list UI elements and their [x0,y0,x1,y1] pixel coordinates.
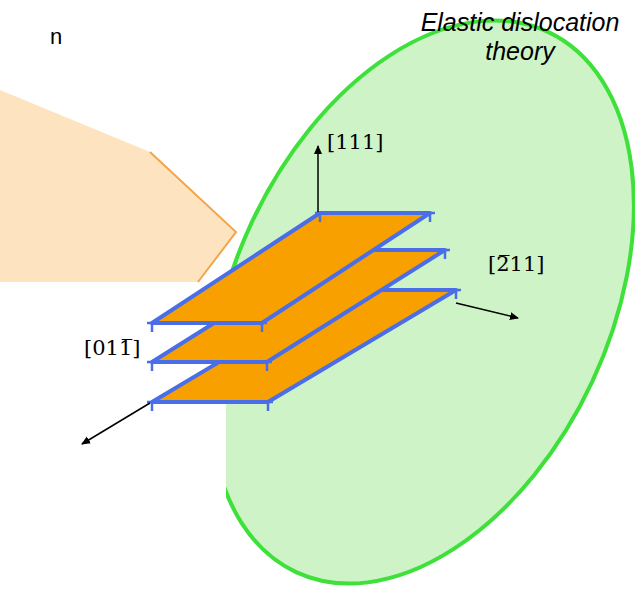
region-title: Elastic dislocation theory [406,8,634,66]
axis-label: [2̅11] [488,252,544,276]
loop-stroke [147,401,157,404]
loop-stroke [451,289,461,292]
loop-stroke [262,361,272,364]
axis-label: [111] [327,130,383,154]
loop-stroke [425,212,435,215]
loop-stroke [315,212,325,215]
loop-stroke [147,361,157,364]
loop-stroke [440,249,450,252]
loop-stroke [147,322,157,325]
loop-stroke [257,322,267,325]
loop-stroke [263,401,273,404]
axis-label: [011̅] [84,336,140,360]
cut-off-text: n [50,24,62,50]
